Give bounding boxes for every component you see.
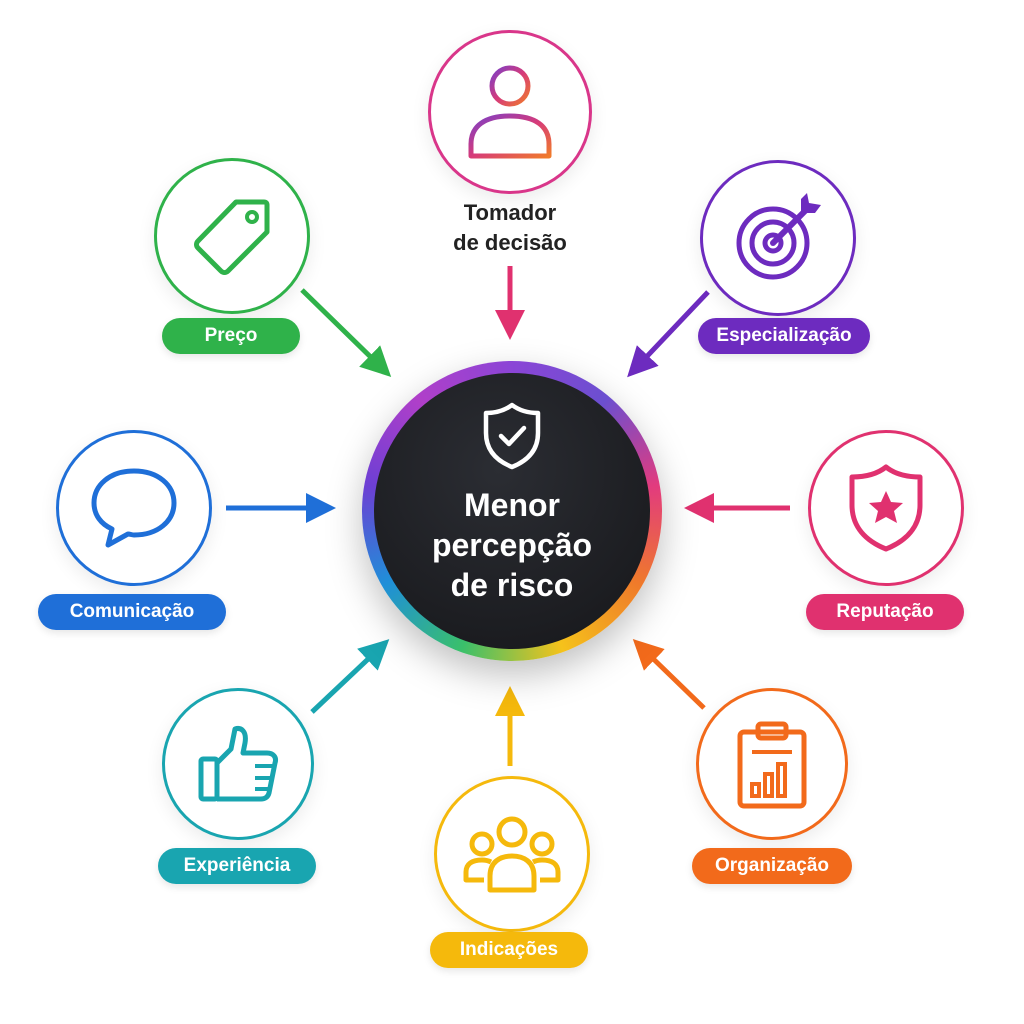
arrow-especializacao	[627, 290, 710, 378]
preco-node	[154, 158, 310, 314]
center-title-line: percepção	[431, 527, 593, 563]
group-icon	[463, 816, 561, 893]
organizacao-pill: Organização	[692, 848, 852, 884]
decision-maker-label-line: de decisão	[453, 230, 567, 255]
center-hub-inner: Menor percepção de risco	[374, 373, 650, 649]
indicacoes-node	[434, 776, 590, 932]
price-tag-icon	[194, 199, 270, 275]
experiencia-node	[162, 688, 314, 840]
decision-maker-node	[428, 30, 592, 194]
especializacao-node	[700, 160, 856, 316]
organizacao-node	[696, 688, 848, 840]
decision-maker-label-line: Tomador	[463, 200, 557, 225]
comunicacao-node	[56, 430, 212, 586]
reputacao-node	[808, 430, 964, 586]
especializacao-pill: Especialização	[698, 318, 870, 354]
preco-pill: Preço	[162, 318, 300, 354]
center-title-line: Menor	[463, 487, 560, 523]
shield-star-icon	[849, 464, 923, 552]
indicacoes-pill: Indicações	[430, 932, 588, 968]
thumbs-up-icon	[198, 726, 278, 802]
comunicacao-pill: Comunicação	[38, 594, 226, 630]
person-icon	[468, 65, 552, 159]
speech-bubble-icon	[91, 468, 177, 548]
clipboard-chart-icon	[737, 721, 807, 809]
arrow-preco	[300, 288, 392, 377]
center-title: Menor percepção de risco	[432, 485, 592, 605]
arrow-experiencia	[310, 639, 390, 714]
decision-maker-label: Tomador de decisão	[400, 198, 620, 258]
experiencia-pill: Experiência	[158, 848, 316, 884]
reputacao-pill: Reputação	[806, 594, 964, 630]
shield-check-icon	[483, 402, 541, 470]
arrow-organizacao	[632, 639, 706, 710]
target-icon	[736, 193, 821, 280]
center-title-line: de risco	[450, 567, 574, 603]
center-hub: Menor percepção de risco	[362, 361, 662, 661]
